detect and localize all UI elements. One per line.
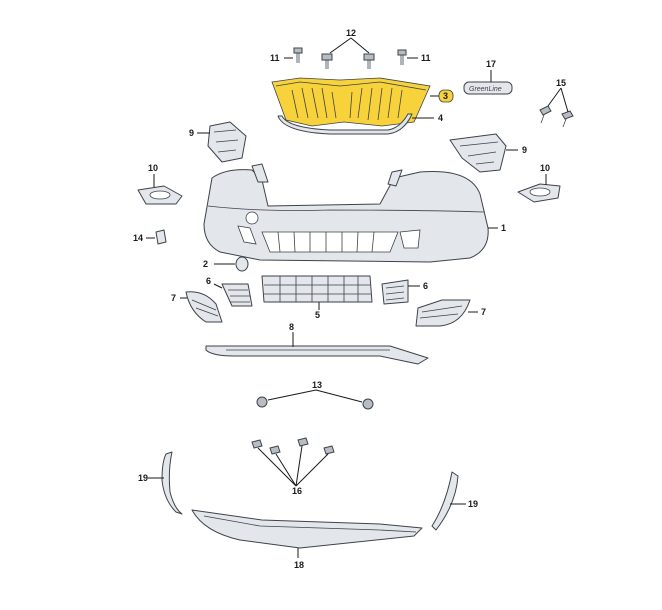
side-strip-right[interactable] [431,471,459,531]
callout-6-right: 6 [423,281,428,291]
callout-9-left: 9 [189,128,194,138]
spoiler-lip-18[interactable] [191,509,423,549]
screw-15-left[interactable] [539,105,552,124]
callout-13: 13 [312,380,322,390]
callout-1: 1 [501,223,506,233]
fog-grille-left[interactable] [185,291,223,323]
fog-lamp-cover-left[interactable] [137,185,183,205]
callout-11-right: 11 [421,53,431,63]
front-bumper-cover[interactable] [203,163,489,263]
callout-10-right: 10 [540,163,550,173]
side-strip-left[interactable] [161,451,183,515]
callout-16: 16 [292,486,302,496]
callout-17: 17 [486,59,496,69]
callout-12: 12 [346,28,356,38]
bolt-12-left[interactable] [321,53,333,69]
callout-4: 4 [438,113,443,123]
callout-15: 15 [556,78,566,88]
clip-14[interactable] [155,229,167,245]
callout-6-left: 6 [206,276,211,286]
callout-7-left: 7 [171,293,176,303]
bolt-12-right[interactable] [363,53,375,69]
lower-spoiler-8[interactable] [205,345,429,365]
trim-strip[interactable] [277,113,413,135]
callout-9-right: 9 [522,145,527,155]
lower-center-grille[interactable] [261,275,373,303]
callout-18: 18 [294,560,304,570]
callout-14: 14 [133,233,143,243]
tow-hook-cap[interactable] [235,256,249,272]
bracket-9-left[interactable] [207,121,247,163]
bolts-16[interactable] [251,437,335,455]
side-grille-left[interactable] [221,283,253,307]
fog-lamp-cover-right[interactable] [517,183,561,203]
callout-10-left: 10 [148,163,158,173]
callout-3-marker [438,89,454,103]
clip-13-left[interactable] [256,396,268,408]
callout-7-right: 7 [481,307,486,317]
bolt-11-right[interactable] [397,49,407,65]
callout-11-left: 11 [270,53,280,63]
radiator-grille-highlighted[interactable] [271,77,431,127]
callout-3: 3 [443,91,448,101]
greenline-badge[interactable]: GreenLine [463,81,513,95]
bolt-11-left[interactable] [293,47,303,63]
fog-grille-right[interactable] [415,299,471,327]
callout-19-right: 19 [468,499,478,509]
callout-19-left: 19 [138,473,148,483]
screw-15-right[interactable] [561,110,574,128]
badge-text: GreenLine [469,86,502,93]
callout-5: 5 [315,310,320,320]
callout-2: 2 [203,259,208,269]
clip-13-right[interactable] [362,398,374,410]
callout-8: 8 [289,322,294,332]
side-grille-right[interactable] [381,279,409,305]
bracket-9-right[interactable] [449,133,507,173]
